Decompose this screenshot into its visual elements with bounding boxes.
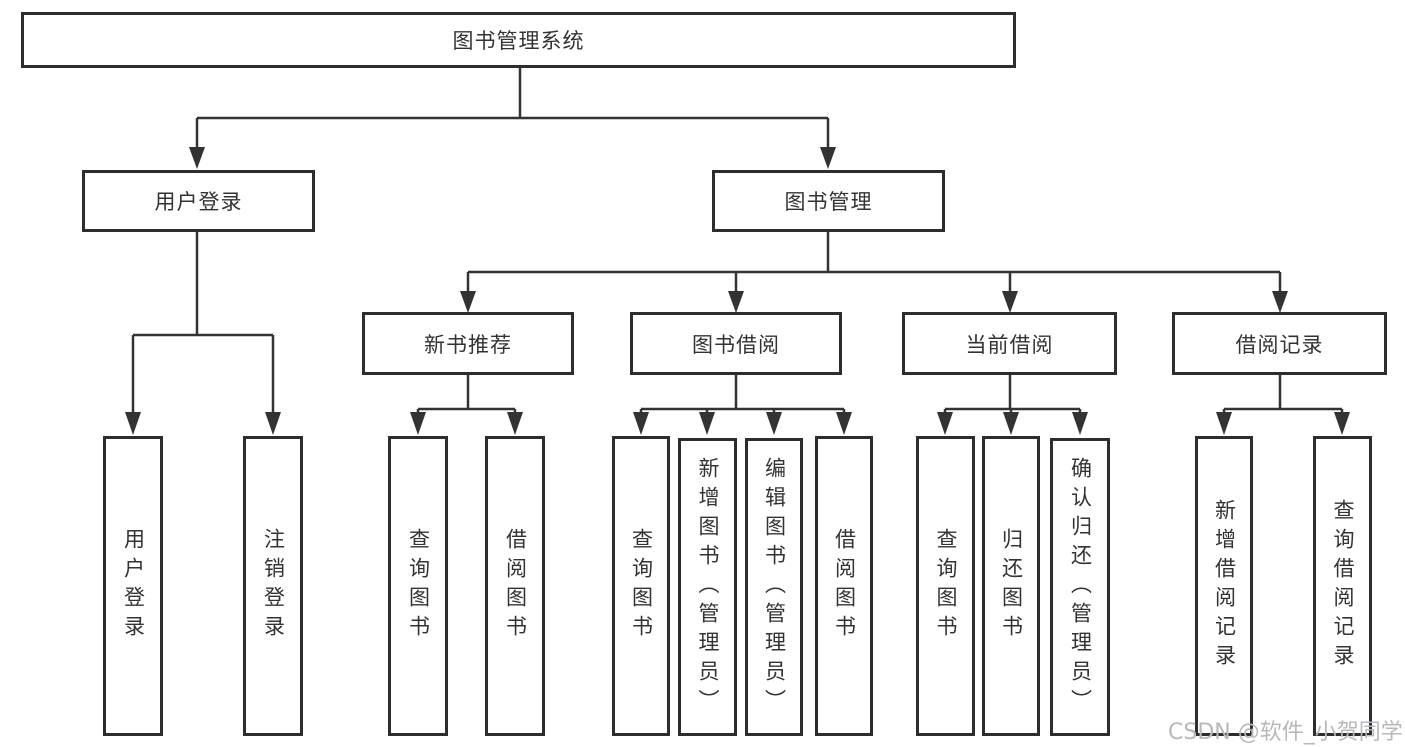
node-current-borrowing: 当前借阅 (902, 312, 1117, 375)
node-root-system: 图书管理系统 (21, 12, 1016, 68)
leaf-borrowing-query-books-label: 查询图书 (629, 528, 654, 644)
leaf-current-confirm-return-admin-label: 确认归还（管理员） (1068, 456, 1093, 718)
node-user-login: 用户登录 (82, 170, 315, 232)
leaf-user-login: 用户登录 (103, 436, 163, 736)
connector-borrowing-records-to-leaves (1222, 375, 1344, 414)
node-book-management-label: 图书管理 (784, 190, 873, 214)
connector-current-borrowing-to-leaves (943, 375, 1082, 414)
leaf-current-confirm-return-admin: 确认归还（管理员） (1050, 438, 1110, 736)
arrowheads (125, 147, 1350, 435)
connector-root-to-level2 (195, 68, 830, 150)
leaf-recommend-borrow-books: 借阅图书 (485, 436, 545, 736)
leaf-logout: 注销登录 (243, 436, 303, 736)
leaf-borrowing-borrow-books-label: 借阅图书 (832, 528, 857, 644)
leaf-current-return-books: 归还图书 (982, 436, 1040, 736)
leaf-user-login-label: 用户登录 (121, 528, 146, 644)
leaf-recommend-query-books-label: 查询图书 (406, 528, 431, 644)
csdn-watermark: CSDN @软件_小贺同学 (1168, 720, 1403, 745)
node-borrowing-records-label: 借阅记录 (1235, 332, 1324, 357)
node-new-book-recommend: 新书推荐 (362, 312, 574, 375)
leaf-records-add-record: 新增借阅记录 (1195, 436, 1253, 736)
connector-book-borrowing-to-leaves (639, 375, 846, 414)
leaf-current-return-books-label: 归还图书 (999, 528, 1024, 644)
leaf-records-query-record: 查询借阅记录 (1313, 436, 1372, 736)
leaf-borrowing-add-books-admin-label: 新增图书（管理员） (696, 456, 720, 718)
leaf-current-query-books: 查询图书 (916, 436, 975, 736)
leaf-borrowing-edit-books-admin: 编辑图书（管理员） (745, 438, 803, 736)
leaf-current-query-books-label: 查询图书 (934, 528, 958, 644)
leaf-recommend-query-books: 查询图书 (388, 436, 448, 736)
leaf-recommend-borrow-books-label: 借阅图书 (503, 528, 528, 644)
node-current-borrowing-label: 当前借阅 (965, 332, 1054, 357)
connector-new-book-to-leaves (416, 375, 517, 414)
leaf-borrowing-edit-books-admin-label: 编辑图书（管理员） (762, 456, 787, 718)
leaf-borrowing-query-books: 查询图书 (612, 436, 670, 736)
node-new-book-recommend-label: 新书推荐 (424, 332, 512, 357)
node-root-label: 图书管理系统 (452, 29, 585, 53)
node-user-login-label: 用户登录 (154, 190, 243, 214)
connector-book-management-to-level3 (466, 232, 1282, 294)
leaf-records-query-record-label: 查询借阅记录 (1331, 499, 1355, 673)
node-borrowing-records: 借阅记录 (1172, 312, 1387, 375)
connector-user-login-to-leaves (131, 232, 275, 416)
node-book-borrowing-label: 图书借阅 (692, 332, 780, 357)
node-book-management: 图书管理 (712, 170, 945, 232)
leaf-logout-label: 注销登录 (261, 528, 286, 644)
leaf-records-add-record-label: 新增借阅记录 (1212, 499, 1237, 673)
leaf-borrowing-add-books-admin: 新增图书（管理员） (678, 438, 737, 736)
node-book-borrowing: 图书借阅 (630, 312, 842, 375)
leaf-borrowing-borrow-books: 借阅图书 (815, 436, 873, 736)
